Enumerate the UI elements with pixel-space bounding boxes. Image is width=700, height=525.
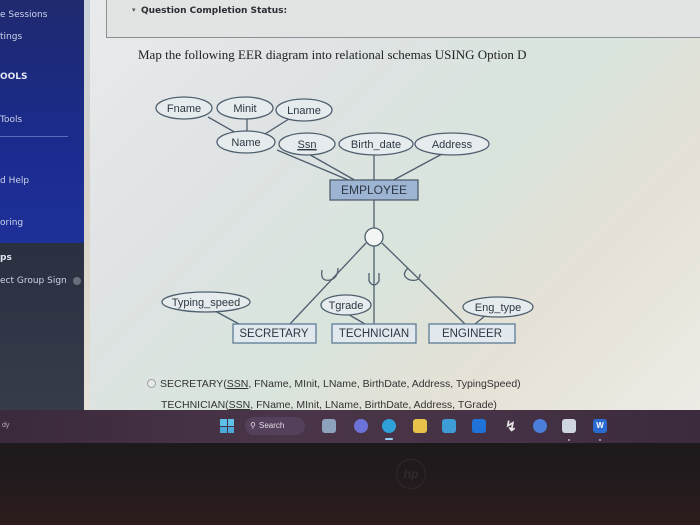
hp-logo: hp (396, 459, 426, 489)
running-dot (599, 439, 601, 441)
sidebar-item-monitoring[interactable]: oring (0, 218, 24, 228)
sidebar-item-help[interactable]: d Help (0, 176, 30, 186)
search-icon: ⚲ (250, 421, 256, 430)
answer-primary-key: SSN (226, 378, 249, 390)
eer-diagram: Fname Minit Lname Name Ssn Birth_date Ad… (155, 96, 534, 344)
question-status-box: ▾ Question Completion Status: (106, 0, 700, 38)
task-view-icon[interactable] (322, 419, 336, 433)
attr-minit: Minit (233, 103, 256, 115)
taskbar: dy ⚲ Search ↯ W (0, 410, 700, 443)
search-label: Search (259, 421, 285, 430)
attr-eng-type: Eng_type (475, 302, 521, 314)
question-text: Map the following EER diagram into relat… (138, 47, 527, 62)
windows-start-icon[interactable] (220, 419, 234, 433)
widget-text[interactable]: dy (2, 422, 10, 429)
attr-ssn-key: Ssn (298, 139, 317, 151)
main-content: ▾ Question Completion Status: Map the fo… (90, 0, 700, 410)
entity-secretary: SECRETARY (239, 328, 309, 340)
file-explorer-icon[interactable] (413, 419, 427, 433)
taskbar-search[interactable]: ⚲ Search (245, 417, 305, 435)
answer-primary-key: SSN (228, 399, 251, 410)
dropbox-icon[interactable] (472, 419, 486, 433)
sidebar-edge (84, 0, 90, 410)
sidebar-heading-groups: ps (0, 253, 12, 263)
mail-icon[interactable] (442, 419, 456, 433)
sidebar-dark-section (0, 243, 84, 410)
edge-icon[interactable] (382, 419, 396, 433)
active-app-indicator (385, 438, 393, 440)
answer-relation-name: TECHNICIAN( (161, 399, 229, 410)
answer-option-1-line-2: TECHNICIAN(SSN, FName, MInit, LName, Bir… (161, 399, 497, 410)
question-completion-status[interactable]: Question Completion Status: (141, 6, 288, 16)
bolt-app-icon[interactable]: ↯ (505, 418, 517, 434)
entity-technician: TECHNICIAN (339, 328, 409, 340)
entity-employee: EMPLOYEE (341, 183, 407, 197)
virtualbox-icon[interactable] (562, 419, 576, 433)
entity-engineer: ENGINEER (442, 328, 502, 340)
sidebar: e Sessions tings OOLS Tools d Help oring… (0, 0, 84, 410)
word-icon[interactable]: W (593, 419, 607, 433)
answer-relation-name: SECRETARY( (160, 378, 227, 390)
answer-attributes: , FName, MInit, LName, BirthDate, Addres… (248, 378, 521, 390)
status-dot-icon (73, 277, 81, 285)
attr-name: Name (231, 137, 260, 149)
collapse-caret-icon[interactable]: ▾ (132, 7, 136, 14)
answer-attributes: , FName, MInit, LName, BirthDate, Addres… (250, 399, 497, 410)
attr-tgrade: Tgrade (329, 300, 364, 312)
sidebar-blue-section (0, 0, 84, 243)
laptop-bezel (0, 443, 700, 525)
copilot-icon[interactable] (533, 419, 547, 433)
attr-birth-date: Birth_date (351, 139, 401, 151)
radio-button[interactable] (147, 379, 156, 388)
sidebar-item-group-sign[interactable]: ect Group Sign (0, 276, 67, 286)
attr-lname: Lname (287, 105, 321, 117)
answer-option-1[interactable]: SECRETARY(SSN, FName, MInit, LName, Birt… (147, 378, 521, 390)
sidebar-divider (0, 136, 68, 137)
sidebar-heading-tools: OOLS (0, 72, 28, 82)
sidebar-item-sessions[interactable]: e Sessions (0, 10, 48, 20)
sidebar-item-settings[interactable]: tings (0, 32, 23, 42)
attr-fname: Fname (167, 103, 201, 115)
running-dot (568, 439, 570, 441)
attr-typing-speed: Typing_speed (172, 297, 241, 309)
attr-address: Address (432, 139, 473, 151)
teams-meet-icon[interactable] (354, 419, 368, 433)
sidebar-item-tools[interactable]: Tools (0, 115, 23, 125)
